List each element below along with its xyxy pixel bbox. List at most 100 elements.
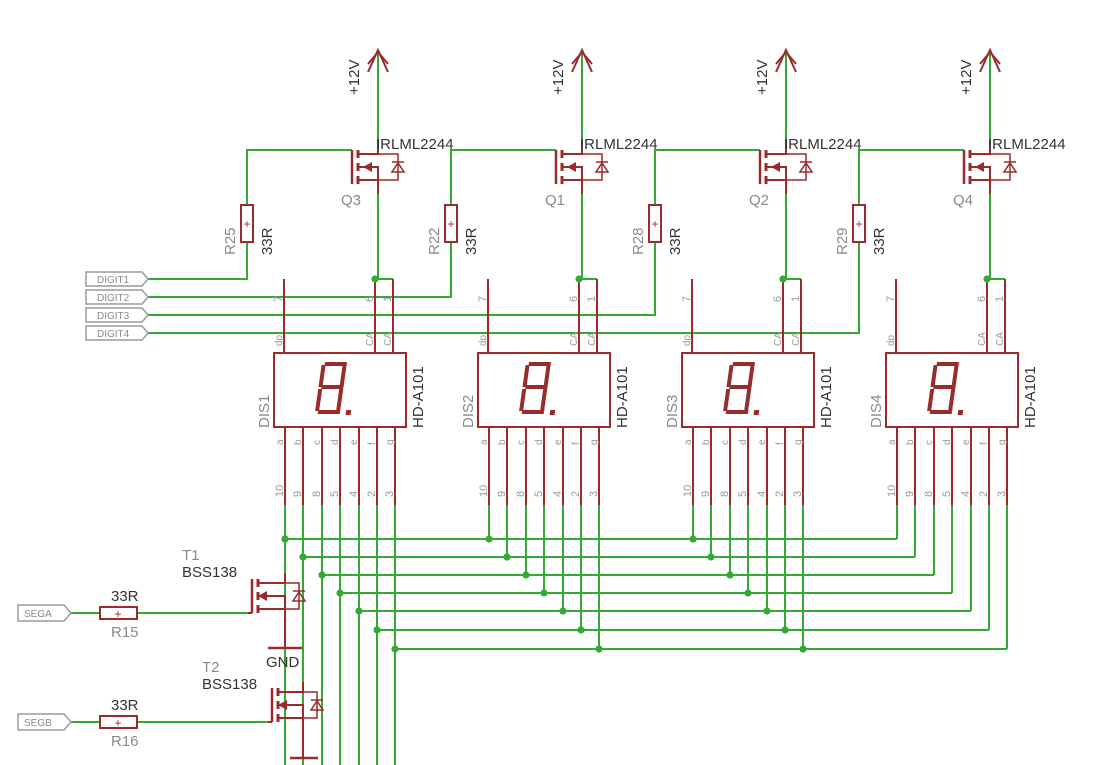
pin-name-label: CA bbox=[995, 332, 1006, 346]
junction-dot bbox=[281, 535, 289, 543]
junction-dot bbox=[336, 589, 344, 597]
junction-dot bbox=[575, 275, 583, 283]
display-name-label: DIS4 bbox=[868, 395, 885, 428]
mosfet-arrow bbox=[278, 700, 287, 710]
pin-number-label: 8 bbox=[923, 491, 935, 497]
mosfet-diode-wire bbox=[285, 582, 300, 610]
pin-number-label: 3 bbox=[588, 491, 600, 497]
pin-number-label: 4 bbox=[960, 491, 972, 497]
glyph-segment bbox=[549, 410, 556, 415]
supply-arrow-inner bbox=[571, 50, 593, 65]
pin-number-label: 10 bbox=[682, 485, 694, 497]
resistor-body bbox=[444, 204, 458, 243]
gate-wire bbox=[246, 149, 352, 205]
mosfet-part-label: IRLML2244 bbox=[988, 136, 1066, 153]
pin-name-label: d bbox=[738, 439, 749, 445]
pin-name-label: CA bbox=[977, 332, 988, 346]
mosfet-diode bbox=[291, 590, 307, 602]
mosfet-diode-wire bbox=[378, 153, 399, 181]
junction-dot bbox=[373, 626, 381, 634]
pin-number-label: 9 bbox=[700, 491, 712, 497]
display-part-label: HD-A101 bbox=[1022, 366, 1039, 428]
junction-dot bbox=[707, 553, 715, 561]
digit-select-wire bbox=[148, 242, 860, 334]
pin-name-label: d bbox=[330, 439, 341, 445]
glyph-segment bbox=[927, 389, 935, 411]
driver-resistor-name: R16 bbox=[111, 733, 139, 750]
digit-port bbox=[85, 271, 149, 287]
pin-number-label: 6 bbox=[976, 296, 988, 302]
pin-number-label: 8 bbox=[311, 491, 323, 497]
pin-number-label: 9 bbox=[496, 491, 508, 497]
pin-number-label: 4 bbox=[348, 491, 360, 497]
mosfet-drain bbox=[562, 140, 583, 155]
pin-name-label: CA bbox=[569, 332, 580, 346]
supply-arrow-inner bbox=[979, 50, 1001, 65]
supply-arrow-outer bbox=[571, 47, 593, 73]
resistor-name-label: R22 bbox=[426, 227, 443, 255]
glyph-segment bbox=[318, 365, 326, 387]
glyph-segment bbox=[317, 410, 341, 414]
pin-name-label: e bbox=[349, 439, 360, 445]
glyph-segment bbox=[315, 389, 323, 411]
resistor-body bbox=[648, 204, 662, 243]
pin-number-label: 2 bbox=[774, 491, 786, 497]
driver-resistor-name: R15 bbox=[111, 624, 139, 641]
digit-port-label: DIGIT1 bbox=[97, 275, 130, 286]
pin-name-label: b bbox=[905, 439, 916, 445]
resistor-body bbox=[852, 204, 866, 243]
mosfet-source bbox=[278, 717, 304, 730]
pin-name-label: f bbox=[775, 442, 786, 445]
junction-dot bbox=[595, 645, 603, 653]
pin-number-label: 10 bbox=[886, 485, 898, 497]
digit-port-label: DIGIT2 bbox=[97, 293, 130, 304]
junction-dot bbox=[391, 645, 399, 653]
mosfet-name-label: Q3 bbox=[341, 192, 361, 209]
resistor-name-label: R25 bbox=[222, 227, 239, 255]
pin-name-label: dp bbox=[886, 334, 897, 346]
mosfet-diode bbox=[309, 699, 325, 711]
junction-dot bbox=[318, 571, 326, 579]
digit-port-label: DIGIT3 bbox=[97, 311, 130, 322]
pin-name-label: f bbox=[571, 442, 582, 445]
mosfet-drain bbox=[766, 140, 787, 155]
pin-number-label: 6 bbox=[568, 296, 580, 302]
segment-port bbox=[17, 713, 72, 731]
glyph-segment bbox=[747, 365, 755, 387]
resistor-name-label: R29 bbox=[834, 227, 851, 255]
supply-arrow-outer bbox=[775, 47, 797, 73]
pin-name-label: c bbox=[720, 440, 731, 445]
display-name-label: DIS3 bbox=[664, 395, 681, 428]
pin-number-label: 6 bbox=[364, 296, 376, 302]
junction-dot bbox=[779, 275, 787, 283]
segment-port-label: SEGA bbox=[24, 609, 52, 620]
glyph-segment bbox=[540, 389, 548, 411]
pin-number-label: 1 bbox=[994, 296, 1006, 302]
pin-number-label: 5 bbox=[941, 491, 953, 497]
mosfet-arrow bbox=[363, 162, 372, 172]
pin-number-label: 3 bbox=[384, 491, 396, 497]
pin-name-label: a bbox=[887, 439, 898, 445]
glyph-segment bbox=[543, 365, 551, 387]
mosfet-arrow bbox=[258, 591, 267, 601]
glyph-segment bbox=[951, 365, 959, 387]
pin-number-label: 4 bbox=[552, 491, 564, 497]
glyph-segment bbox=[521, 410, 545, 414]
glyph-segment bbox=[933, 385, 956, 389]
mosfet-diode-wire bbox=[786, 153, 807, 181]
junction-layer bbox=[281, 275, 991, 653]
glyph-segment bbox=[753, 410, 760, 415]
pin-name-label: e bbox=[757, 439, 768, 445]
digit-8-glyph bbox=[723, 362, 760, 415]
resistor-plus: + bbox=[114, 716, 121, 730]
glyph-segment bbox=[744, 389, 752, 411]
pin-name-label: a bbox=[479, 439, 490, 445]
mosfet-drain bbox=[258, 573, 286, 584]
mosfet-arrow bbox=[567, 162, 576, 172]
pin-name-label: CA bbox=[773, 332, 784, 346]
pin-number-label: 7 bbox=[681, 296, 693, 302]
resistor-value-label: 33R bbox=[667, 227, 684, 255]
junction-dot bbox=[485, 535, 493, 543]
segment-port bbox=[17, 604, 72, 622]
